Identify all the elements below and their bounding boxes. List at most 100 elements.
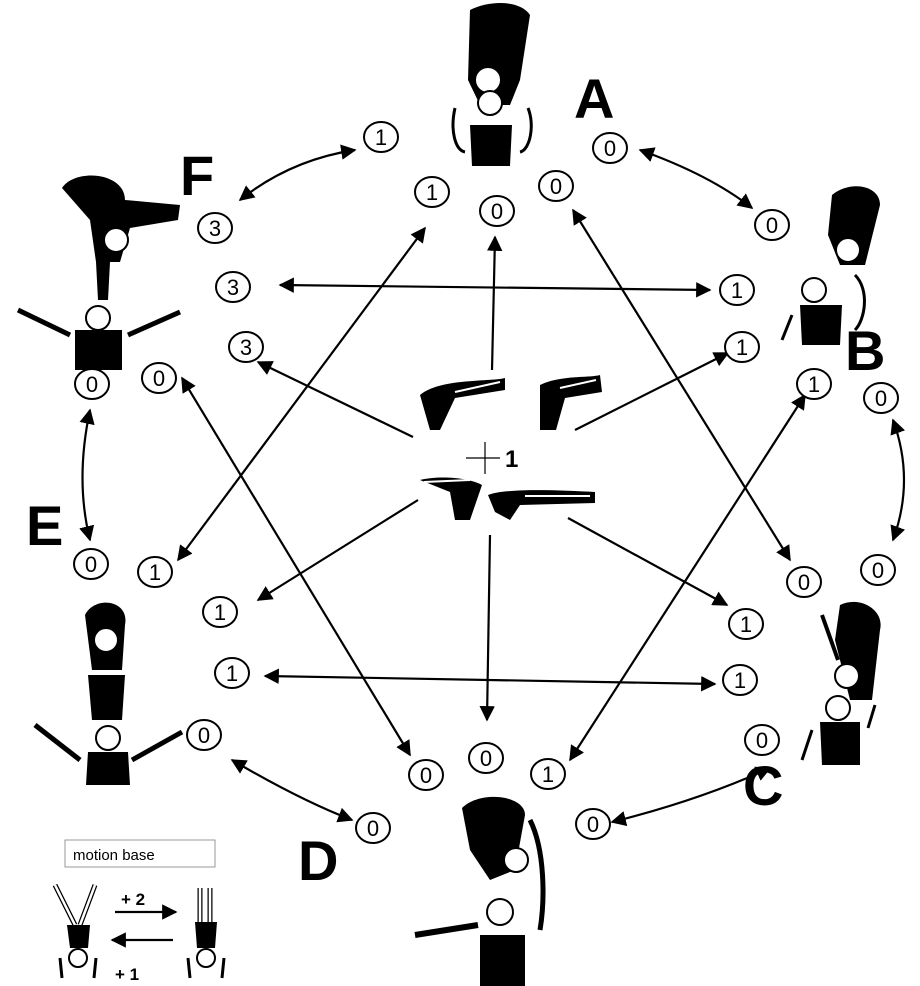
score-node: 1	[719, 274, 755, 306]
position-label-b: B	[845, 319, 885, 382]
score-node: 0	[786, 566, 822, 598]
score-node-value: 0	[480, 746, 492, 771]
score-node-circle	[786, 566, 822, 598]
score-node: 3	[215, 271, 251, 303]
score-node: 0	[141, 362, 177, 394]
score-node: 1	[728, 608, 764, 640]
score-node-circle	[863, 382, 899, 414]
score-node-circle	[197, 212, 233, 244]
score-node-circle	[719, 274, 755, 306]
score-node-value: 0	[198, 723, 210, 748]
legend-backward-label: + 1	[115, 965, 139, 984]
center-crosshair	[466, 442, 500, 474]
score-node-value: 1	[740, 612, 752, 637]
score-node-circle	[468, 742, 504, 774]
score-node-circle	[728, 608, 764, 640]
score-node-value: 1	[731, 278, 743, 303]
score-node-value: 1	[226, 661, 238, 686]
figure-f	[16, 175, 182, 370]
score-node-circle	[363, 121, 399, 153]
score-node: 0	[592, 132, 628, 164]
score-node: 1	[363, 121, 399, 153]
position-label-c: C	[743, 754, 783, 817]
score-node: 0	[744, 724, 780, 756]
score-node-circle	[530, 758, 566, 790]
legend-title-box	[64, 839, 216, 868]
score-node-circle	[214, 657, 250, 689]
score-node-circle	[355, 812, 391, 844]
score-node-circle	[724, 331, 760, 363]
score-node: 1	[414, 176, 450, 208]
score-node-circle	[744, 724, 780, 756]
score-node-value: 0	[875, 386, 887, 411]
score-node-value: 1	[214, 600, 226, 625]
score-node-circle	[575, 808, 611, 840]
score-node-value: 1	[426, 180, 438, 205]
score-node: 0	[575, 808, 611, 840]
score-node: 1	[796, 368, 832, 400]
score-node-circle	[73, 548, 109, 580]
score-node: 1	[722, 664, 758, 696]
score-node-circle	[860, 554, 896, 586]
score-node: 1	[137, 556, 173, 588]
figure-a	[451, 3, 533, 166]
figure-c	[800, 601, 881, 765]
score-node: 0	[479, 195, 515, 227]
score-node: 0	[860, 554, 896, 586]
score-node-value: 0	[420, 763, 432, 788]
score-node-value: 0	[153, 366, 165, 391]
score-node-value: 3	[240, 335, 252, 360]
legend: motion base + 2 + 1	[52, 839, 226, 984]
score-node-value: 3	[209, 216, 221, 241]
score-node: 1	[214, 657, 250, 689]
score-node-circle	[74, 368, 110, 400]
score-node-value: 1	[734, 668, 746, 693]
score-node-value: 1	[542, 762, 554, 787]
score-node-value: 1	[149, 560, 161, 585]
score-node-circle	[215, 271, 251, 303]
position-labels: A B C D E F	[26, 67, 885, 892]
score-node: 0	[863, 382, 899, 414]
score-node-circle	[479, 195, 515, 227]
score-node-circle	[796, 368, 832, 400]
score-node: 0	[408, 759, 444, 791]
score-node-circle	[202, 596, 238, 628]
score-node-value: 0	[85, 552, 97, 577]
legend-figure-right	[186, 888, 226, 979]
position-label-d: D	[298, 829, 338, 892]
score-node-circle	[754, 209, 790, 241]
score-node-value: 0	[872, 558, 884, 583]
arrows	[79, 144, 906, 948]
score-node: 0	[468, 742, 504, 774]
score-node: 0	[355, 812, 391, 844]
score-node: 0	[186, 719, 222, 751]
score-node-value: 0	[550, 174, 562, 199]
score-node-value: 0	[367, 816, 379, 841]
score-node-circle	[408, 759, 444, 791]
legend-title: motion base	[73, 847, 155, 864]
position-label-a: A	[574, 67, 614, 130]
score-node: 3	[197, 212, 233, 244]
legend-forward-label: + 2	[121, 890, 145, 909]
score-node: 0	[73, 548, 109, 580]
score-node: 1	[530, 758, 566, 790]
figure-e	[33, 602, 184, 785]
score-node-value: 3	[227, 275, 239, 300]
score-node-circle	[414, 176, 450, 208]
score-node-circle	[186, 719, 222, 751]
score-node-value: 0	[766, 213, 778, 238]
score-node-value: 0	[587, 812, 599, 837]
score-node-circle	[141, 362, 177, 394]
score-node-circle	[228, 331, 264, 363]
score-node: 0	[754, 209, 790, 241]
legend-figure-left	[52, 883, 98, 979]
score-node-circle	[538, 170, 574, 202]
position-label-f: F	[180, 144, 214, 207]
score-node-value: 1	[808, 372, 820, 397]
score-node-value: 1	[736, 335, 748, 360]
score-node: 3	[228, 331, 264, 363]
position-label-e: E	[26, 494, 63, 557]
figure-d	[414, 796, 546, 986]
